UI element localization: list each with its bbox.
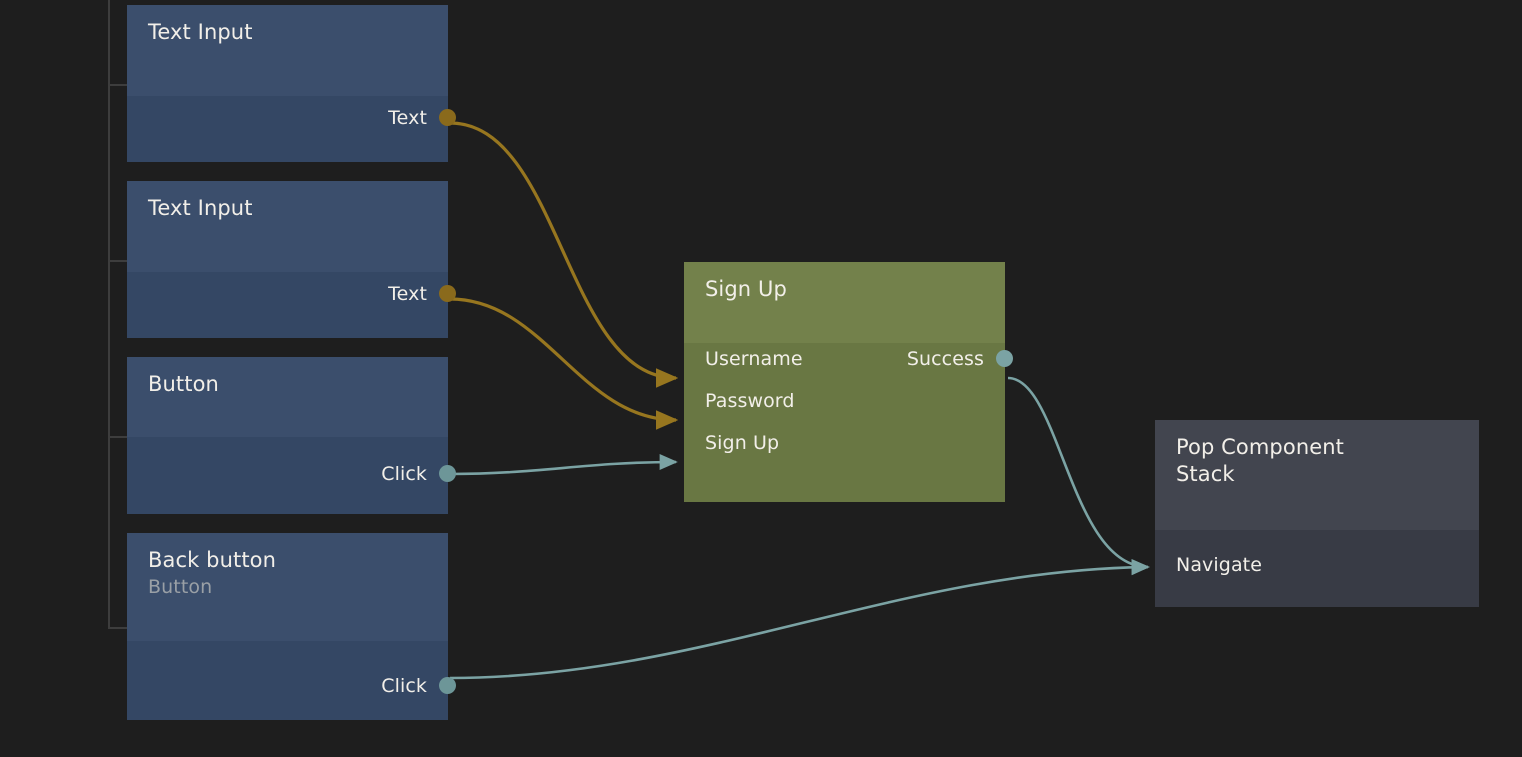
port-label: Text <box>388 283 427 305</box>
input-port-navigate[interactable]: Navigate <box>1176 552 1262 578</box>
node-subtitle: Button <box>148 576 213 598</box>
node-header[interactable]: Pop Component Stack <box>1155 420 1479 530</box>
output-port-dot-text[interactable] <box>439 285 456 302</box>
tree-tick-1 <box>110 84 128 86</box>
output-port-dot-click[interactable] <box>439 677 456 694</box>
port-label: Sign Up <box>705 432 780 454</box>
tree-tick-4 <box>110 627 128 629</box>
port-label: Navigate <box>1176 554 1263 576</box>
node-back-button[interactable]: Back button Button Click <box>127 533 456 720</box>
edge-backclick-to-navigate <box>449 559 1150 680</box>
node-title: Back button <box>148 548 277 572</box>
tree-tick-2 <box>110 260 128 262</box>
tree-tick-3 <box>110 436 128 438</box>
node-title: Sign Up <box>705 277 787 301</box>
port-label: Success <box>906 348 984 370</box>
tree-spine-line <box>108 0 110 629</box>
output-port-dot-click[interactable] <box>439 465 456 482</box>
node-body: Text <box>127 272 456 338</box>
node-title: Pop Component Stack <box>1176 435 1344 486</box>
input-port-signup[interactable]: Sign Up <box>705 430 779 456</box>
node-pop-component-stack[interactable]: Pop Component Stack Navigate <box>1155 420 1479 607</box>
port-label: Click <box>381 675 427 697</box>
node-body: Username Password Sign Up Success <box>684 343 1013 502</box>
node-body: Navigate <box>1155 530 1479 607</box>
output-port-dot-text[interactable] <box>439 109 456 126</box>
input-port-username[interactable]: Username <box>705 346 803 372</box>
node-body: Click <box>127 437 456 514</box>
output-port-success[interactable]: Success <box>907 346 984 372</box>
node-text-input-1[interactable]: Text Input Text <box>127 5 456 162</box>
port-label: Password <box>705 390 795 412</box>
port-label: Click <box>381 463 427 485</box>
node-header[interactable]: Button <box>127 357 448 437</box>
node-button[interactable]: Button Click <box>127 357 456 514</box>
output-port-click[interactable]: Click <box>381 461 427 487</box>
output-port-dot-success[interactable] <box>996 350 1013 367</box>
node-sign-up[interactable]: Sign Up Username Password Sign Up Succes… <box>684 262 1013 502</box>
output-port-text[interactable]: Text <box>388 105 427 131</box>
edge-text2-to-password <box>449 297 679 430</box>
edge-click-to-signup <box>449 453 678 476</box>
node-title: Text Input <box>148 20 253 44</box>
node-title: Text Input <box>148 196 253 220</box>
input-port-password[interactable]: Password <box>705 388 795 414</box>
port-label: Text <box>388 107 427 129</box>
node-text-input-2[interactable]: Text Input Text <box>127 181 456 338</box>
node-header[interactable]: Back button Button <box>127 533 448 641</box>
edge-success-to-navigate <box>1007 376 1150 575</box>
output-port-click[interactable]: Click <box>381 673 427 699</box>
node-body: Click <box>127 641 456 720</box>
node-header[interactable]: Sign Up <box>684 262 1005 343</box>
port-label: Username <box>705 348 803 370</box>
node-header[interactable]: Text Input <box>127 5 448 96</box>
node-header[interactable]: Text Input <box>127 181 448 272</box>
output-port-text[interactable]: Text <box>388 281 427 307</box>
node-title: Button <box>148 372 219 396</box>
node-body: Text <box>127 96 456 162</box>
edge-text1-to-username <box>449 121 679 388</box>
